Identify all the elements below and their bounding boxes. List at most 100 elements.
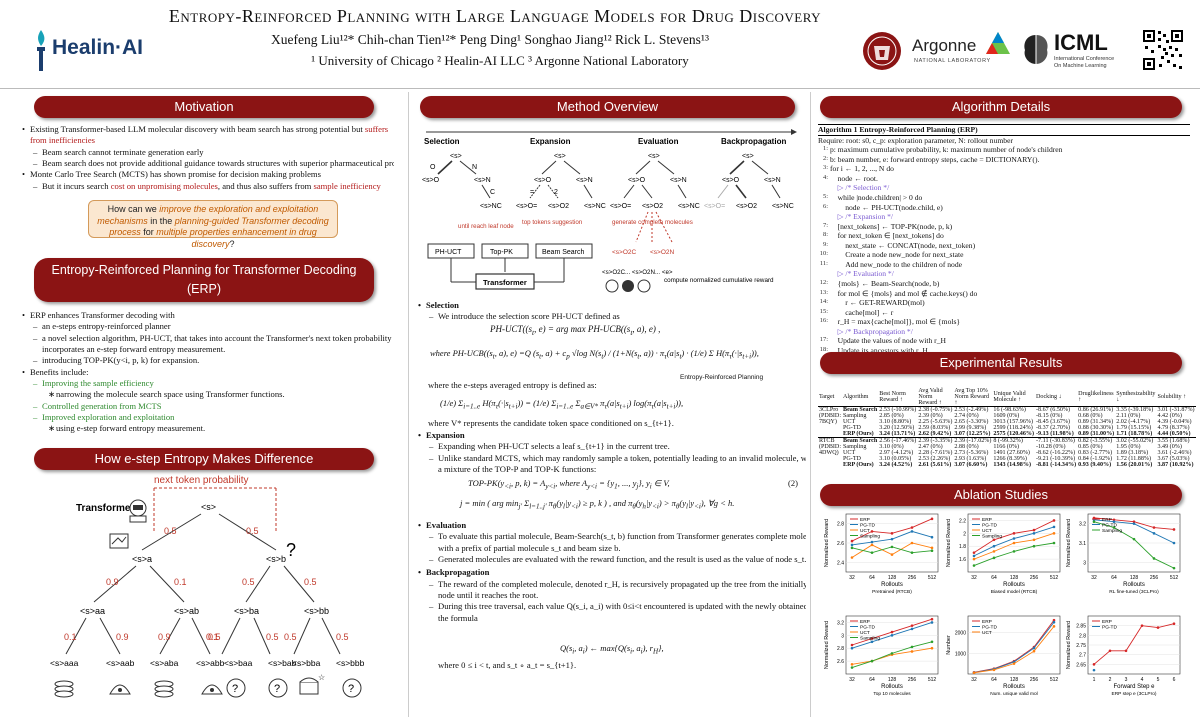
data-point-sampling: [1052, 541, 1056, 545]
eval-node-sNC: <s>NC: [678, 203, 700, 210]
x-tick-label: 32: [849, 677, 855, 683]
table-cell: 1343 (14.98%): [993, 462, 1031, 468]
eq-entropy: (1/e) Σi=1..e H(πτ(·|st+i)) = (1/e) Σi=1…: [440, 398, 684, 411]
x-tick-label: 64: [1111, 575, 1117, 581]
data-point-uct: [1052, 625, 1056, 628]
table-cell: 2599 (118.24%): [993, 425, 1033, 431]
table-cell: 2.97 (-4.12%): [879, 450, 914, 456]
data-point-pg-td: [910, 530, 914, 533]
exp-node-sOe: <s>O=: [516, 203, 537, 210]
table-cell: 2.74 (0%): [954, 413, 979, 419]
table-cell: 8 (-99.32%): [992, 437, 1036, 444]
icml-subtitle-1: International Conference: [1054, 56, 1115, 62]
results-column-header: Synthesizability ↓: [1115, 388, 1157, 407]
backprop-text-2: During this tree traversal, each value Q…: [418, 601, 806, 612]
erp-bullet-2: Benefits include:: [22, 367, 394, 379]
table-cell: 3.20 (12.50%): [879, 425, 915, 431]
table-cell: 4.44 (0.50%): [1157, 431, 1191, 437]
table-cell: -8.37 (2.70%): [1036, 425, 1071, 431]
x-axis-label: Rollouts: [1123, 582, 1145, 588]
table-cell: 3.07 (6.60%): [954, 462, 988, 468]
x-tick-label: 128: [1130, 575, 1139, 581]
results-column-header: Avg Valid Norm Reward ↑: [917, 388, 954, 407]
table-cell: 2.65 (-3.30%): [954, 419, 989, 425]
table-cell: -8.81 (-14.34%): [1036, 462, 1077, 468]
sel-node-root: <s>: [450, 153, 462, 160]
data-point-pg-td: [890, 634, 894, 637]
exp-node-root: <s>: [554, 153, 566, 160]
y-tick-label: 2.65: [1076, 662, 1086, 668]
tree-node-aaa: <s>aaa: [50, 658, 79, 668]
selection-text-3: where V* represents the candidate token …: [428, 418, 674, 428]
x-tick-label: 2: [1109, 677, 1112, 683]
method-banner: Method Overview: [420, 96, 795, 118]
header-divider: [0, 88, 1200, 89]
algorithm-line-number: 1:: [822, 145, 828, 153]
algorithm-line: ▷ /* Selection */: [818, 183, 1190, 193]
table-cell: 1.72 (11.88%): [1116, 456, 1152, 462]
backprop-text-1: The reward of the completed molecule, de…: [418, 579, 806, 590]
erp-bullet-1: ERP enhances Transformer decoding with: [22, 310, 394, 322]
stage-expansion: Expansion: [530, 137, 571, 146]
data-point-pg-td: [1052, 620, 1056, 624]
bp-node-root: <s>: [742, 153, 754, 160]
backprop-text-3: where 0 ≤ i < t, and s_t ∘ a_t = s_{t+1}…: [438, 660, 577, 670]
algorithm-line-text: next_state ← CONCAT(node, next_token): [830, 240, 976, 250]
table-cell: PG-TD: [843, 456, 861, 462]
data-point-pg-td: [972, 554, 976, 558]
algorithm-line: 17: Update the values of node with r_H: [818, 336, 1190, 346]
healin-ai-wordmark: Healin·AI: [52, 36, 144, 59]
prob-root-a: 0.5: [164, 526, 177, 536]
data-point-uct: [992, 550, 996, 553]
tree-node-root: <s>: [201, 502, 216, 512]
data-point-erp: [1112, 518, 1116, 522]
algorithm-line-text: p: maximum cumulative probability, k: ma…: [830, 145, 1063, 155]
table-cell: -8.15 (0%): [1036, 413, 1063, 419]
algorithm-line-text: for i ← 1, 2, ..., N do: [830, 164, 894, 174]
motivation-dash-2: Beam search does not provide additional …: [22, 158, 394, 169]
table-row: ERP (Ours)3.24 (4.52%)2.61 (5.61%)3.07 (…: [818, 462, 1196, 468]
table-cell: 4.42 (0%): [1157, 413, 1182, 419]
table-cell: Sampling: [843, 413, 867, 419]
data-point-erp: [1172, 622, 1176, 626]
algorithm-line: 18: Update its ancestors with r_H: [818, 346, 1190, 356]
exp-node-sN: <s>N: [576, 177, 593, 184]
selection-text-2: where the e-steps averaged entropy is de…: [428, 380, 597, 390]
algorithm-line-number: 12:: [819, 279, 828, 286]
table-row: ERP (Ours)3.24 (13.71%)2.62 (9.42%)3.07 …: [818, 431, 1196, 438]
algorithm-line-text: b: beam number, e: forward entropy steps…: [830, 154, 1040, 164]
x-tick-label: 512: [1170, 575, 1179, 581]
results-banner: Experimental Results: [820, 352, 1182, 374]
column-divider-2: [810, 92, 811, 717]
table-cell: 2.62 (9.42%): [918, 431, 952, 437]
legend-entry: PG-TD: [982, 624, 997, 630]
algorithm-line: 10: Create a node new_node for next_stat…: [818, 250, 1190, 260]
algorithm-line-text: r ← GET-REWARD(mol): [830, 298, 925, 308]
data-point-erp: [1172, 528, 1176, 531]
legend-entry: Sampling: [860, 533, 880, 539]
erp-benefit-3: Improved exploration and exploitation: [22, 412, 394, 424]
tree-node-aba: <s>aba: [150, 658, 179, 668]
argonne-triangle-icon: [986, 32, 1010, 54]
algorithm-line-number: 2:: [822, 154, 828, 162]
erp-underbrace-caption: Entropy-Reinforced Planning: [680, 374, 764, 381]
algorithm-line-number: 7:: [822, 221, 828, 229]
prob-b-ba: 0.5: [242, 577, 255, 587]
table-cell: 4DWQ): [819, 450, 839, 456]
algorithm-line: 16: r_H = max{cache[mol]}, mol ∈ {mols}: [818, 317, 1190, 327]
prob-bb-bba: 0.5: [284, 632, 297, 642]
table-cell: Sampling: [843, 444, 867, 450]
x-tick-label: 512: [1050, 575, 1059, 581]
expansion-heading: Expansion: [418, 430, 806, 442]
data-point-pg-td: [890, 537, 894, 541]
method-text: Selection We introduce the selection sco…: [418, 300, 806, 323]
author-list: Xuefeng Liu¹²* Chih-chan Tien¹²* Peng Di…: [270, 32, 710, 47]
table-cell: Beam Search: [843, 407, 878, 413]
algorithm-line: 3:for i ← 1, 2, ..., N do: [818, 164, 1190, 174]
y-axis-label: Number: [946, 635, 952, 655]
entropy-banner: How e-step Entropy Makes Difference: [34, 448, 374, 470]
eq-ph-uct: PH-UCT((st, e) = arg max PH-UCB((st, a),…: [490, 324, 661, 337]
prob-root-b: 0.5: [246, 526, 259, 536]
